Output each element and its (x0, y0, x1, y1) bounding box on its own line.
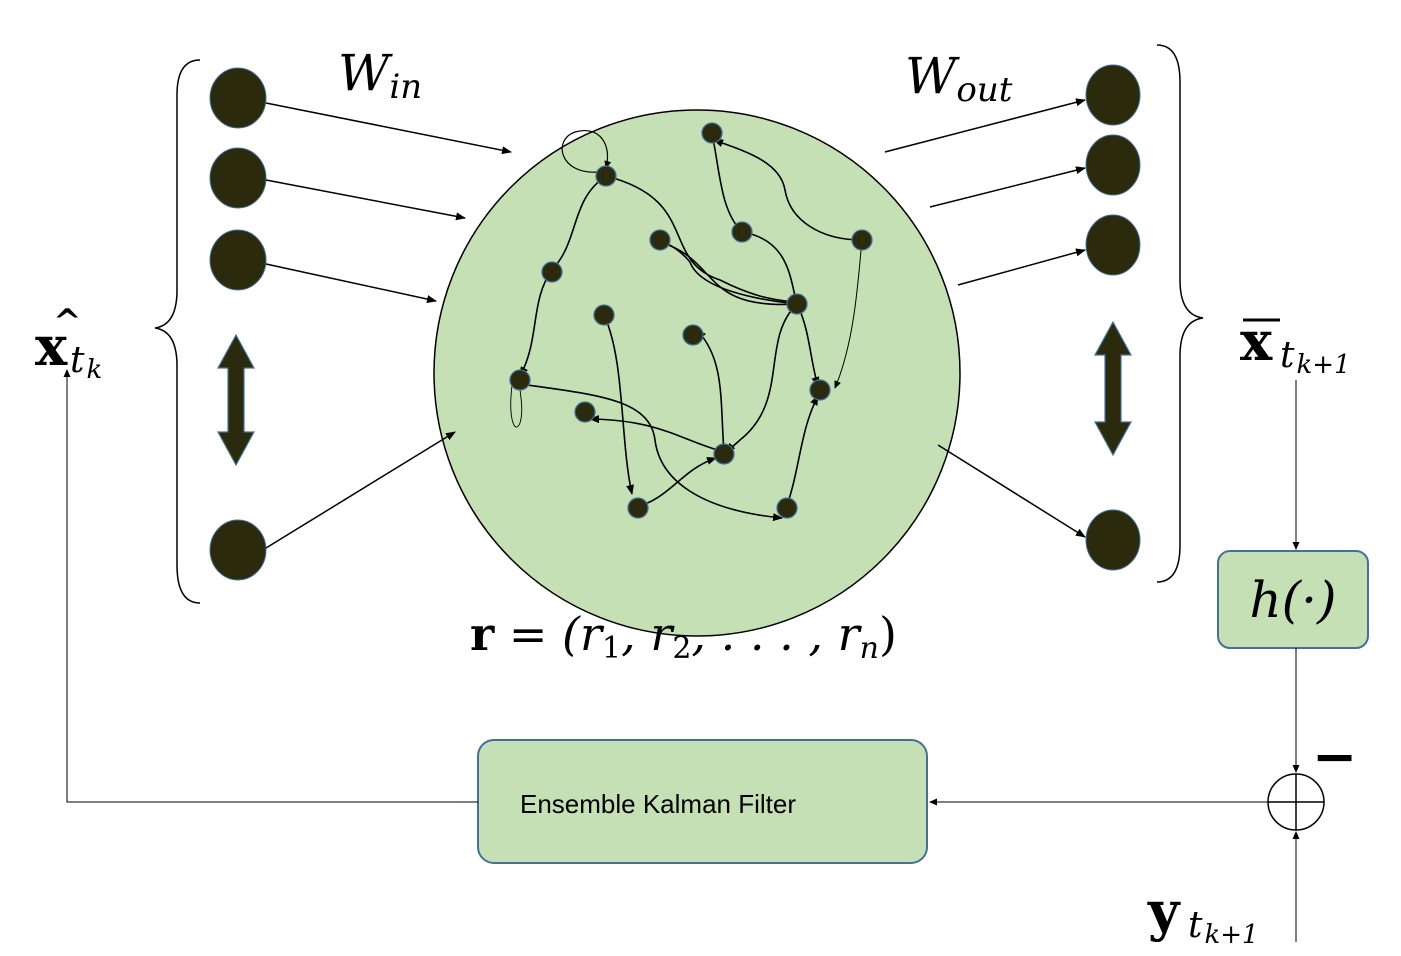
self-loop-left (510, 384, 523, 428)
reservoir-node (649, 229, 671, 251)
reservoir-node (574, 401, 596, 423)
reservoir-node (627, 497, 649, 519)
observation-operator-box (1217, 550, 1369, 649)
reservoir-node (682, 324, 704, 346)
reservoir-node (509, 369, 531, 391)
input-node-3 (209, 229, 267, 291)
output-nodes (1085, 64, 1141, 571)
input-nodes (209, 67, 267, 581)
svg-text:x: x (35, 314, 68, 378)
y-observation-label: y tk+1 (1147, 879, 1259, 950)
input-weights (265, 102, 512, 549)
x-bar-label: x tk+1 (1240, 309, 1351, 380)
input-ellipsis-arrow (216, 333, 256, 467)
right-brace (1156, 44, 1204, 583)
svg-text:x: x (1240, 309, 1273, 373)
self-loop-top (561, 130, 612, 173)
output-node-last (1085, 509, 1141, 571)
feedback-lines (63, 369, 1300, 942)
input-node-last (209, 519, 267, 581)
reservoir-node (701, 122, 723, 144)
reservoir-node (786, 293, 808, 315)
w-out-label: Wout (905, 47, 1013, 110)
output-node-3 (1085, 214, 1141, 276)
svg-text:tk: tk (70, 340, 102, 385)
reservoir-node (809, 379, 831, 401)
w-in-label: Win (338, 44, 422, 107)
reservoir-node (593, 304, 615, 326)
reservoir-node (776, 497, 798, 519)
reservoir-node (731, 221, 753, 243)
observation-operator-label: h(·) (1249, 571, 1336, 629)
enkf-label: Ensemble Kalman Filter (520, 789, 796, 819)
svg-text:tk+1: tk+1 (1188, 905, 1259, 950)
svg-text:tk+1: tk+1 (1280, 335, 1351, 380)
left-brace (154, 59, 201, 604)
reservoir-node (851, 229, 873, 251)
output-ellipsis-arrow (1093, 320, 1133, 457)
input-node-2 (209, 147, 267, 209)
svg-text:y: y (1147, 879, 1181, 943)
output-node-2 (1085, 134, 1141, 196)
reservoir-nodes (509, 122, 873, 519)
svg-text:^: ^ (53, 302, 82, 342)
x-hat-label: x ^ tk (35, 302, 102, 385)
reservoir (433, 109, 961, 637)
reservoir-node (541, 261, 563, 283)
output-weights (884, 98, 1086, 538)
reservoir-node (595, 165, 617, 187)
r-vector-label: r = (r1, r2, . . . , rn) (470, 607, 897, 666)
output-node-1 (1085, 64, 1141, 126)
minus-sign: − (1312, 724, 1357, 788)
reservoir-node (713, 443, 735, 465)
input-node-1 (209, 67, 267, 129)
